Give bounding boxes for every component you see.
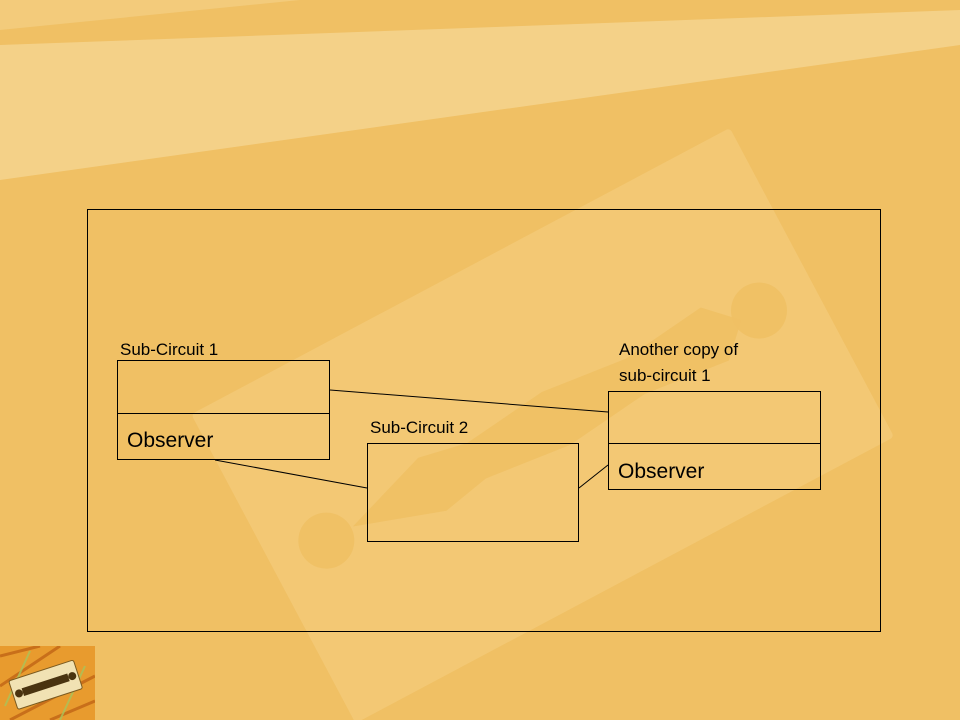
sub-circuit-1-divider [118, 413, 329, 414]
light-band-upper [0, 0, 300, 30]
sub-circuit-2-title: Sub-Circuit 2 [370, 418, 469, 437]
light-band [0, 10, 960, 180]
sub-circuit-3-box: Observer [608, 391, 821, 490]
razor-blade-watermark [192, 129, 893, 720]
sub-circuit-3-divider [609, 443, 820, 444]
razor-blade-icon [0, 646, 95, 720]
sub-circuit-3-title-line2: sub-circuit 1 [619, 365, 711, 385]
sub-circuit-1-box: Observer [117, 360, 330, 460]
sub-circuit-2-box [367, 443, 579, 542]
sub-circuit-3-title-line1: Another copy of [619, 340, 739, 359]
diagram-frame [87, 209, 881, 632]
sub-circuit-1-title: Sub-Circuit 1 [120, 340, 219, 359]
sub-circuit-1-observer-label: Observer [127, 429, 214, 452]
sub-circuit-3-title: Another copy of sub-circuit 1 [619, 337, 738, 388]
sub-circuit-3-observer-label: Observer [618, 460, 705, 483]
